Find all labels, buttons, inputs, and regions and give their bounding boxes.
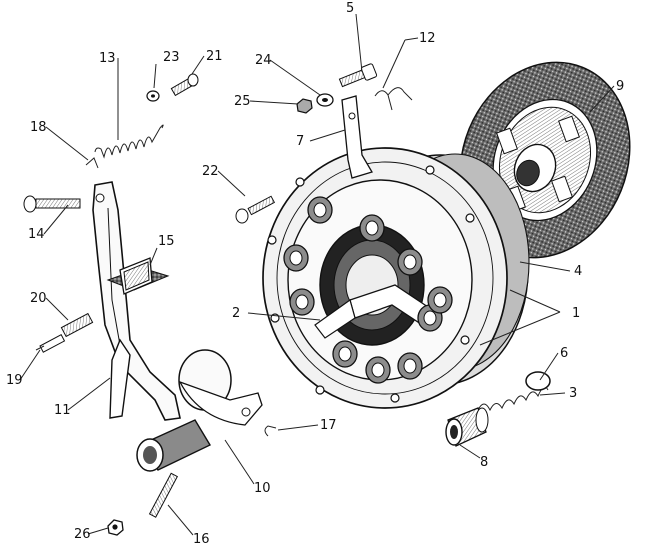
mounting-hole-1 xyxy=(295,177,305,187)
callout-4: 4 xyxy=(574,264,582,279)
leader-line-9 xyxy=(589,85,615,113)
callout-19: 19 xyxy=(6,373,23,388)
mounting-hole-7 xyxy=(465,213,475,223)
clutch-cover-assembly xyxy=(262,95,530,409)
leader-lines xyxy=(19,13,615,536)
callout-5: 5 xyxy=(346,1,354,16)
spring-cup-center-10 xyxy=(433,292,447,308)
callout-23: 23 xyxy=(163,50,180,65)
callout-26: 26 xyxy=(74,527,91,542)
nut-26 xyxy=(107,519,124,536)
leader-line-5 xyxy=(355,13,363,73)
callout-25: 25 xyxy=(234,94,251,109)
leader-line-23 xyxy=(153,63,157,89)
leader-line-6 xyxy=(539,352,559,381)
leader-line-11 xyxy=(67,377,111,411)
spring-3 xyxy=(477,386,549,412)
bolt-21 xyxy=(170,73,199,97)
spring-13 xyxy=(94,124,164,159)
leader-line-2 xyxy=(247,312,321,321)
leader-line-26 xyxy=(87,527,109,535)
spring-cup-center-7 xyxy=(371,362,385,378)
spring-cup-center-6 xyxy=(338,346,352,362)
leader-line-4 xyxy=(519,261,571,272)
leader-line-8 xyxy=(459,444,481,459)
leader-line-24 xyxy=(269,59,321,96)
leader-line-7 xyxy=(309,129,346,142)
leader-line-3 xyxy=(539,392,566,396)
pad-15 xyxy=(106,257,170,295)
callout-21: 21 xyxy=(206,49,223,64)
nut-23 xyxy=(146,90,160,102)
leader-line-1 xyxy=(479,311,561,346)
callout-16: 16 xyxy=(193,532,210,547)
release-bearing-carrier-10 xyxy=(136,349,263,472)
spring-cup-center-4 xyxy=(289,250,303,266)
mounting-hole-6 xyxy=(460,335,470,345)
leader-line-12 xyxy=(404,37,419,41)
callout-22: 22 xyxy=(202,164,219,179)
spring-cup-center-2 xyxy=(365,220,379,236)
seat-6 xyxy=(525,371,551,391)
stud-16 xyxy=(148,472,179,518)
callout-24: 24 xyxy=(255,53,272,68)
leader-line-12 xyxy=(382,39,406,89)
pedal-arm-11 xyxy=(92,181,181,421)
mounting-hole-5 xyxy=(390,393,400,403)
callout-15: 15 xyxy=(158,234,175,249)
leader-line-14 xyxy=(43,204,69,235)
leader-line-18 xyxy=(45,126,89,161)
mounting-hole-2 xyxy=(267,235,277,245)
cover-spring-cups xyxy=(283,196,453,384)
callout-9: 9 xyxy=(616,79,624,94)
spring-cup-center-1 xyxy=(313,202,327,218)
spring-cup-center-3 xyxy=(403,254,417,270)
leader-line-21 xyxy=(191,55,205,75)
pin-19 xyxy=(35,345,45,351)
callout-3: 3 xyxy=(569,386,577,401)
spring-clip-12 xyxy=(374,87,413,111)
callout-13: 13 xyxy=(99,51,116,66)
cover-mounting-holes xyxy=(267,165,475,403)
bolt-22 xyxy=(235,195,276,224)
washer-24 xyxy=(316,93,334,107)
leader-line-25 xyxy=(249,100,299,105)
callout-12: 12 xyxy=(419,31,436,46)
callout-1: 1 xyxy=(572,306,580,321)
callout-6: 6 xyxy=(560,346,568,361)
callout-17: 17 xyxy=(320,418,337,433)
callout-11: 11 xyxy=(54,403,71,418)
bolt-5 xyxy=(338,63,378,88)
leader-line-20 xyxy=(45,297,69,321)
leader-line-16 xyxy=(167,504,194,536)
spring-18 xyxy=(85,157,99,169)
nut-25 xyxy=(296,98,313,114)
leader-line-15 xyxy=(149,247,158,266)
mounting-hole-4 xyxy=(315,385,325,395)
callout-8: 8 xyxy=(480,455,488,470)
leader-line-19 xyxy=(19,349,41,381)
leader-line-10 xyxy=(224,439,255,485)
leader-line-17 xyxy=(277,424,319,431)
leader-line-1 xyxy=(509,289,561,313)
callout-18: 18 xyxy=(30,120,47,135)
spring-cup-center-8 xyxy=(403,358,417,374)
callout-10: 10 xyxy=(254,481,271,496)
callout-14: 14 xyxy=(28,227,45,242)
mounting-hole-8 xyxy=(425,165,435,175)
spring-cup-center-5 xyxy=(295,294,309,310)
bolt-14 xyxy=(23,195,81,213)
bush-8 xyxy=(445,407,489,447)
leader-line-22 xyxy=(217,170,246,197)
clip-17 xyxy=(264,425,277,437)
callout-7: 7 xyxy=(296,134,304,149)
screw-20 xyxy=(39,312,94,353)
callout-20: 20 xyxy=(30,291,47,306)
callout-2: 2 xyxy=(232,306,240,321)
spring-cup-center-9 xyxy=(423,310,437,326)
